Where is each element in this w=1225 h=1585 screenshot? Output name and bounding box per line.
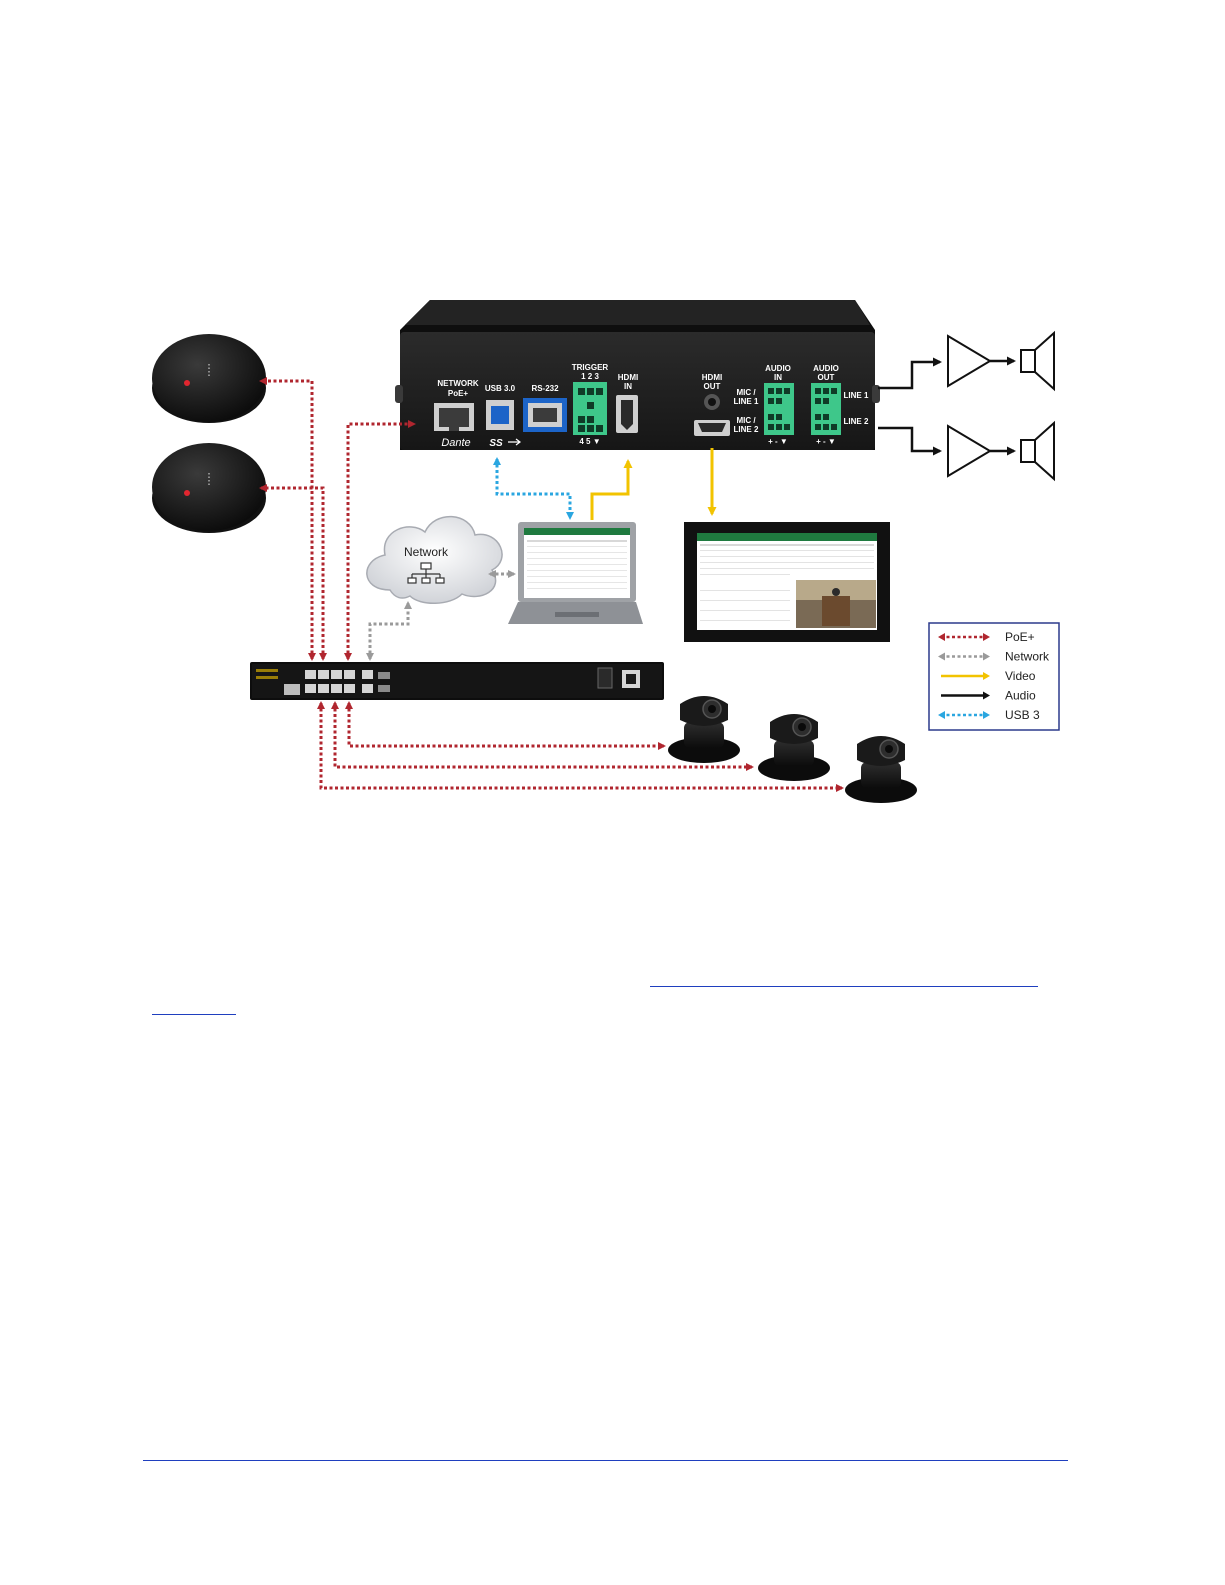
av-bridge-device: NETWORK PoE+ USB 3.0 RS-232 TRIGGER 1 2 … — [395, 300, 880, 450]
footer-rule — [143, 1460, 1068, 1461]
video-connections — [592, 448, 712, 520]
amplifier-speaker-1 — [878, 333, 1054, 389]
label-audio-out-1: AUDIO — [813, 364, 839, 373]
amplifier-icon — [948, 426, 990, 476]
usb3-port — [486, 400, 514, 430]
trigger-terminal-block — [573, 382, 607, 435]
speaker-icon — [1021, 440, 1035, 462]
poe-network-switch — [250, 662, 664, 700]
audio-line-1 — [878, 362, 940, 388]
documentation-link[interactable] — [650, 970, 1038, 987]
label-hdmi-in-2: IN — [624, 382, 632, 391]
dante-logo: Dante — [441, 437, 470, 449]
speaker-icon — [1021, 350, 1035, 372]
ceiling-microphone-2 — [152, 443, 266, 533]
legend-label-4: USB 3 — [1005, 708, 1040, 722]
legend-label-3: Audio — [1005, 689, 1036, 703]
audio-out-terminal-block — [811, 383, 841, 435]
mic-led-icon — [184, 490, 190, 496]
label-line2: LINE 2 — [844, 417, 869, 426]
network-cloud-label: Network — [404, 545, 449, 559]
label-audio-in-2: IN — [774, 373, 782, 382]
documentation-link-continued[interactable] — [152, 998, 236, 1015]
superspeed-logo: SS — [489, 438, 503, 449]
audio-in-terminal-block — [764, 383, 794, 435]
usb-connection — [497, 459, 570, 518]
network-line-switch-cloud — [370, 603, 408, 659]
label-audio-out-pins: + - ▼ — [816, 437, 836, 446]
label-audio-out-2: OUT — [818, 373, 835, 382]
amplifier-icon — [948, 336, 990, 386]
ptz-camera-3 — [845, 736, 917, 803]
label-line1: LINE 1 — [844, 391, 869, 400]
label-trigger-top: 1 2 3 — [581, 372, 599, 381]
legend-label-2: Video — [1005, 669, 1036, 683]
label-network: NETWORK — [437, 379, 479, 388]
label-trigger-bottom: 4 5 ▼ — [579, 437, 600, 446]
ceiling-microphone-1 — [152, 334, 266, 423]
label-hdmi-in-1: HDMI — [618, 373, 638, 382]
label-hdmi-out-1: HDMI — [702, 373, 722, 382]
poe-line-mic-2 — [261, 488, 323, 659]
legend-label-1: Network — [1005, 650, 1050, 664]
rs232-port — [523, 398, 567, 432]
laptop-computer — [508, 522, 643, 624]
audio-line-2 — [878, 428, 940, 451]
network-poe-port — [434, 403, 474, 431]
network-cloud: Network — [367, 517, 502, 604]
ptz-camera-1 — [668, 696, 740, 763]
video-line-laptop-hdmi-in — [592, 461, 628, 520]
label-poe: PoE+ — [448, 389, 469, 398]
label-mic2-1: MIC / — [736, 416, 756, 425]
display-monitor — [684, 522, 890, 642]
label-hdmi-out-2: OUT — [704, 382, 721, 391]
mic-led-icon — [184, 380, 190, 386]
poe-line-camera-1 — [349, 703, 664, 746]
camera-feed-picture — [796, 580, 876, 628]
label-usb: USB 3.0 — [485, 384, 516, 393]
label-audio-in-pins: + - ▼ — [768, 437, 788, 446]
label-rs232: RS-232 — [531, 384, 559, 393]
legend-label-0: PoE+ — [1005, 630, 1035, 644]
label-mic1-1: MIC / — [736, 388, 756, 397]
ptz-camera-2 — [758, 714, 830, 781]
amplifier-speaker-2 — [878, 423, 1054, 479]
usb-line-device-laptop — [497, 459, 570, 518]
label-mic2-2: LINE 2 — [734, 425, 759, 434]
poe-line-mic-1 — [261, 381, 312, 659]
label-audio-in-1: AUDIO — [765, 364, 791, 373]
label-trigger: TRIGGER — [572, 363, 609, 372]
hdmi-in-port — [616, 395, 638, 433]
label-mic1-2: LINE 1 — [734, 397, 759, 406]
